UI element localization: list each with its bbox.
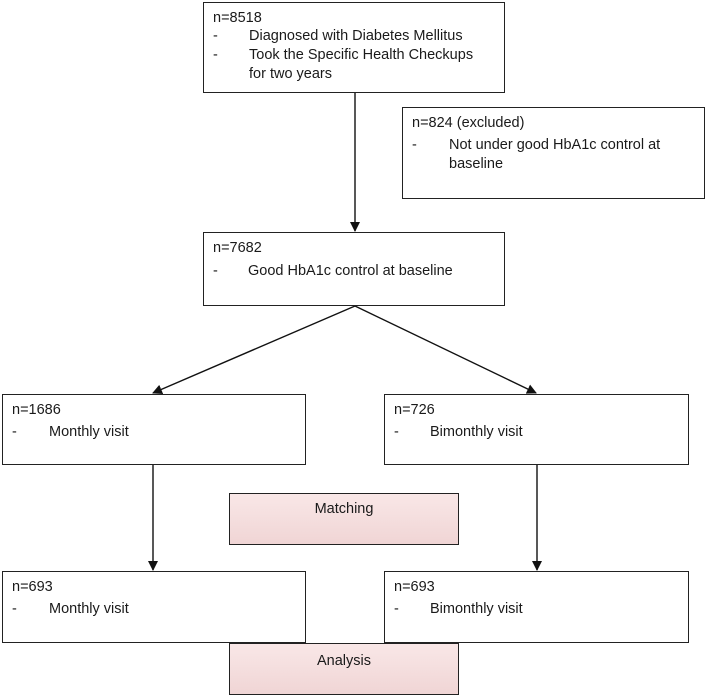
middle-box: n=7682 - Good HbA1c control at baseline bbox=[203, 232, 505, 306]
left-box: n=1686 - Monthly visit bbox=[2, 394, 306, 465]
middle-box-count: n=7682 bbox=[213, 240, 262, 256]
arrow-middle-to-left bbox=[152, 305, 356, 395]
top-box-item-2-text: Took the Specific Health Checkups bbox=[249, 47, 474, 63]
middle-box-item-1-text: Good HbA1c control at baseline bbox=[248, 263, 453, 279]
analysis-label: Analysis bbox=[317, 653, 371, 669]
excluded-box-item-1-text: Not under good HbA1c control at bbox=[449, 137, 661, 153]
analysis-box: Analysis bbox=[229, 643, 459, 695]
left-bottom-box: n=693 - Monthly visit bbox=[2, 571, 306, 643]
left-bottom-box-item-1-text: Monthly visit bbox=[49, 601, 129, 617]
right-bottom-box: n=693 - Bimonthly visit bbox=[384, 571, 689, 643]
matching-box: Matching bbox=[229, 493, 459, 545]
bullet-dash: - bbox=[213, 263, 218, 279]
bullet-dash: - bbox=[394, 601, 399, 617]
top-box-item-2-cont-text: for two years bbox=[249, 66, 332, 82]
right-box-item-1-text: Bimonthly visit bbox=[430, 424, 523, 440]
bullet-dash: - bbox=[394, 424, 399, 440]
right-bottom-box-count: n=693 bbox=[394, 579, 435, 595]
top-box-count: n=8518 bbox=[213, 10, 262, 26]
bullet-dash: - bbox=[12, 601, 17, 617]
left-box-count: n=1686 bbox=[12, 402, 61, 418]
bullet-dash: - bbox=[213, 28, 218, 44]
excluded-box-count: n=824 (excluded) bbox=[412, 115, 525, 131]
left-box-item-1-text: Monthly visit bbox=[49, 424, 129, 440]
excluded-box: n=824 (excluded) - Not under good HbA1c … bbox=[402, 107, 705, 199]
bullet-dash: - bbox=[12, 424, 17, 440]
left-bottom-box-count: n=693 bbox=[12, 579, 53, 595]
arrow-middle-to-right bbox=[354, 305, 537, 394]
top-box: n=8518 - Diagnosed with Diabetes Mellitu… bbox=[203, 2, 505, 93]
right-bottom-box-item-1-text: Bimonthly visit bbox=[430, 601, 523, 617]
excluded-box-item-1-cont-text: baseline bbox=[449, 156, 504, 172]
bullet-dash: - bbox=[412, 137, 417, 153]
top-box-item-1-text: Diagnosed with Diabetes Mellitus bbox=[249, 28, 463, 44]
right-box-count: n=726 bbox=[394, 402, 435, 418]
right-box: n=726 - Bimonthly visit bbox=[384, 394, 689, 465]
bullet-dash: - bbox=[213, 47, 218, 63]
matching-label: Matching bbox=[314, 501, 374, 517]
